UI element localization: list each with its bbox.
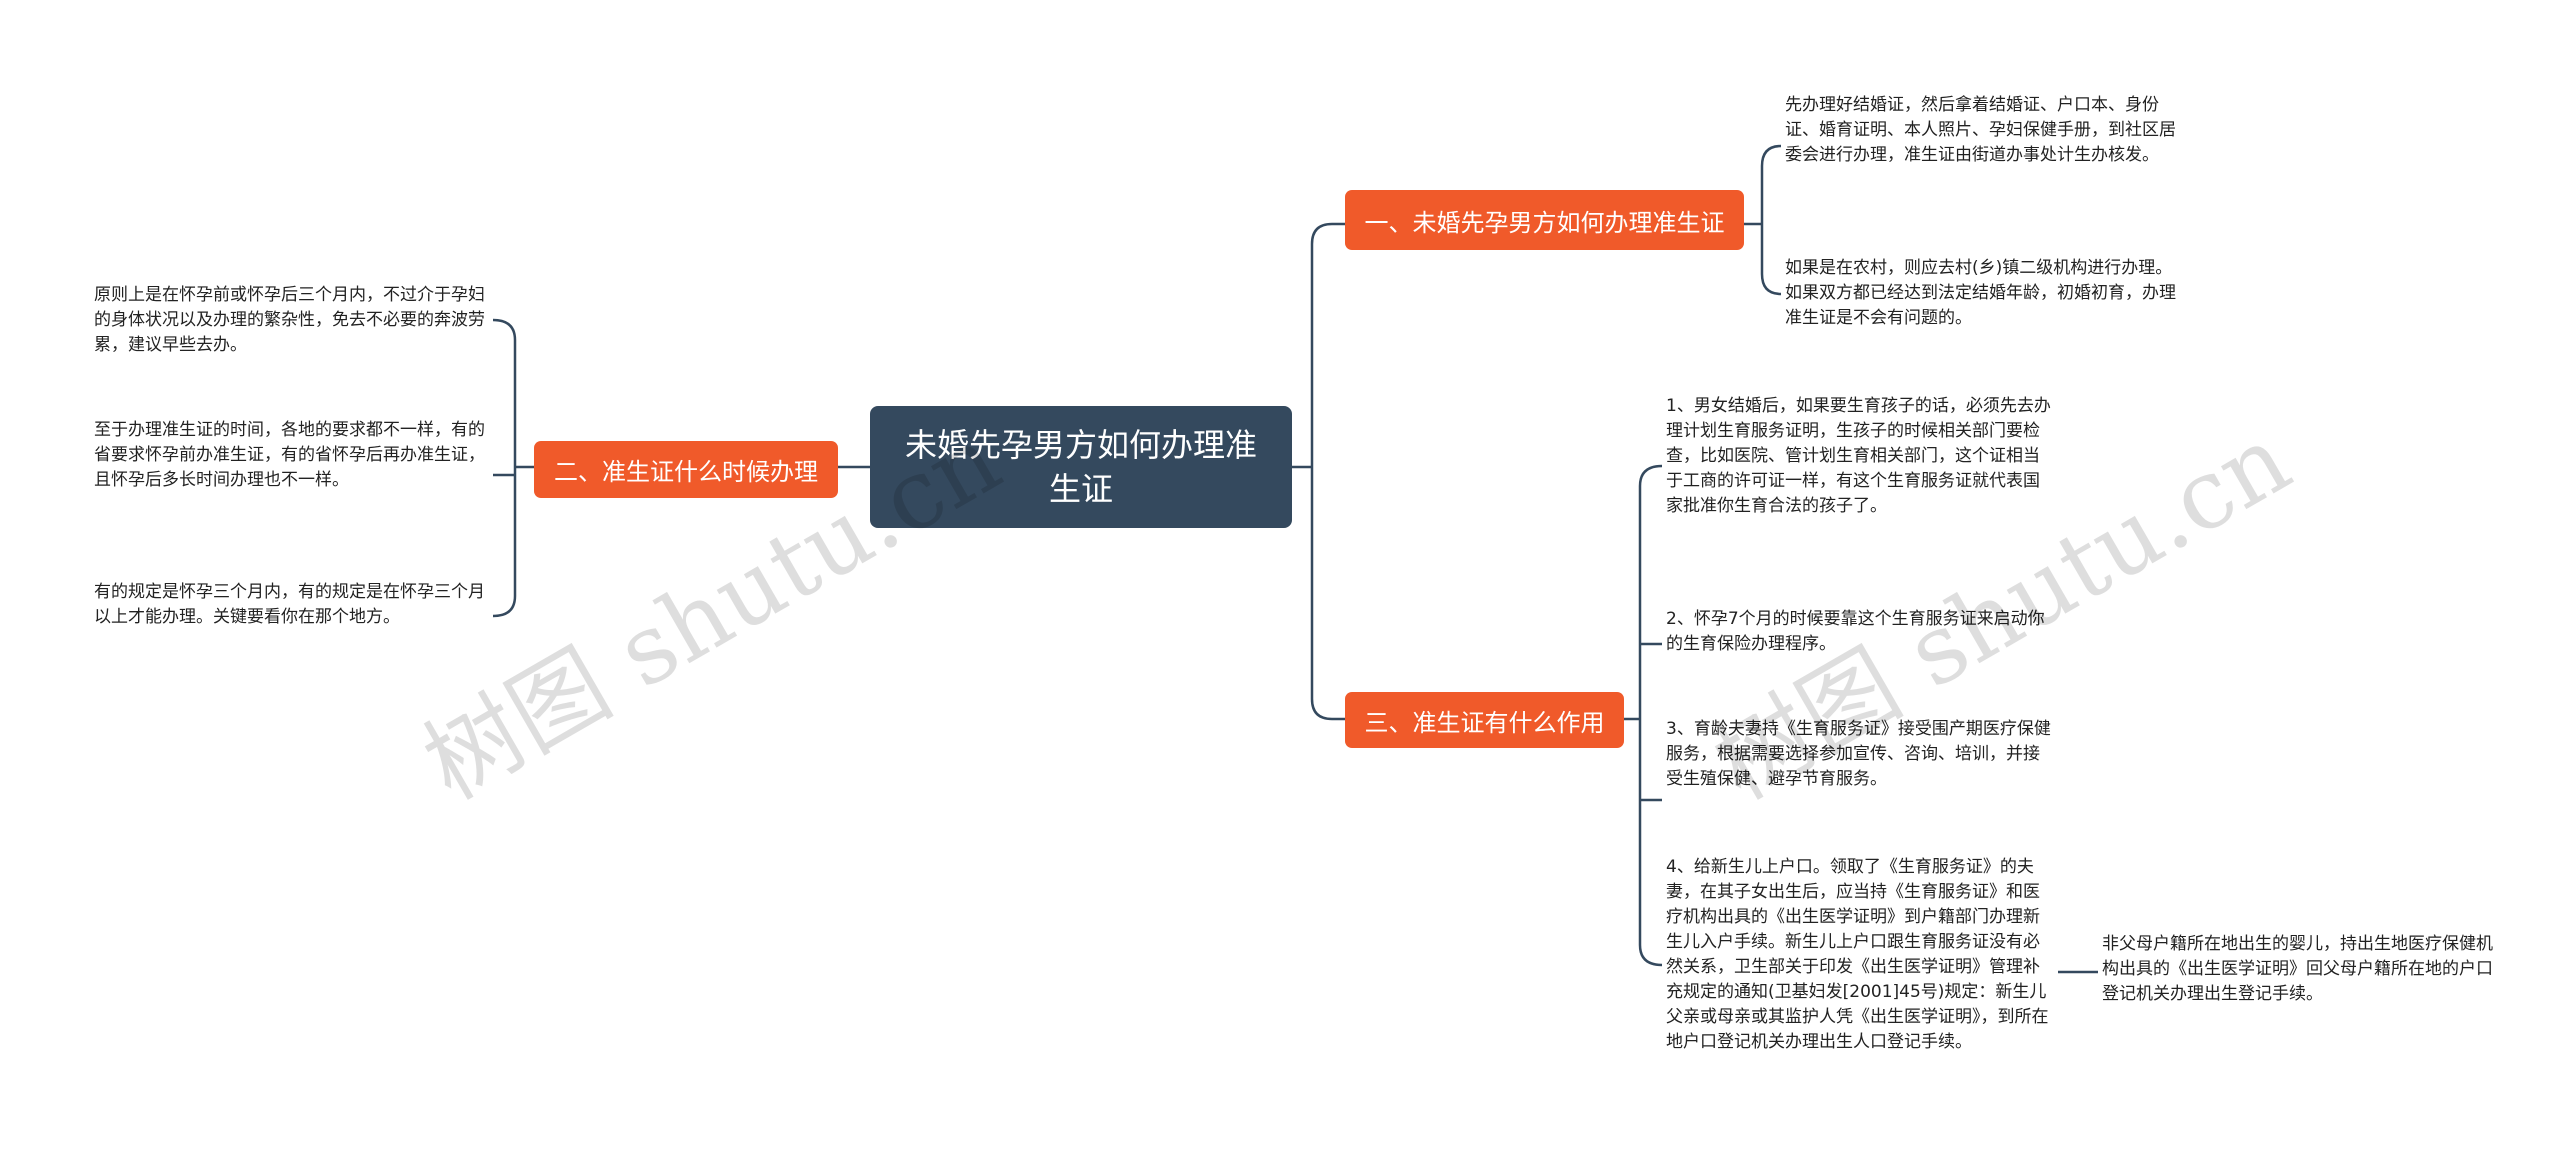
- connector-branch-3-bracket: [1638, 464, 1663, 967]
- connector-branch-2-bracket: [492, 318, 517, 618]
- connector-to-branch-1: [1310, 222, 1345, 467]
- branch-3[interactable]: 三、准生证有什么作用: [1345, 692, 1624, 748]
- branch-2-leaf-1: 原则上是在怀孕前或怀孕后三个月内，不过介于孕妇的身体状况以及办理的繁杂性，免去不…: [94, 285, 485, 355]
- branch-2-label: 二、准生证什么时候办理: [554, 458, 818, 486]
- branch-2-leaf-2: 至于办理准生证的时间，各地的要求都不一样，有的省要求怀孕前办准生证，有的省怀孕后…: [94, 420, 485, 490]
- connector-branch-1-bracket: [1760, 144, 1782, 296]
- branch-1-leaf-1: 先办理好结婚证，然后拿着结婚证、户口本、身份证、婚育证明、本人照片、孕妇保健手册…: [1785, 95, 2176, 165]
- root-topic-label: 未婚先孕男方如何办理准生证: [904, 426, 1257, 508]
- branch-3-label: 三、准生证有什么作用: [1364, 708, 1605, 737]
- branch-2-leaf-3: 有的规定是怀孕三个月内，有的规定是在怀孕三个月以上才能办理。关键要看你在那个地方…: [94, 582, 485, 627]
- branch-3-leaf-1: 1、男女结婚后，如果要生育孩子的话，必须先去办理计划生育服务证明，生孩子的时候相…: [1666, 396, 2051, 516]
- branch-1-label: 一、未婚先孕男方如何办理准生证: [1364, 208, 1725, 237]
- branch-3-leaf-3: 3、育龄夫妻持《生育服务证》接受围产期医疗保健服务，根据需要选择参加宣传、咨询、…: [1666, 719, 2051, 789]
- branch-1[interactable]: 一、未婚先孕男方如何办理准生证: [1345, 190, 1744, 250]
- root-topic[interactable]: 未婚先孕男方如何办理准生证: [870, 406, 1292, 528]
- branch-1-leaf-2: 如果是在农村，则应去村(乡)镇二级机构进行办理。如果双方都已经达到法定结婚年龄，…: [1785, 258, 2176, 328]
- branch-3-leaf-2: 2、怀孕7个月的时候要靠这个生育服务证来启动你的生育保险办理程序。: [1666, 609, 2045, 654]
- branch-2[interactable]: 二、准生证什么时候办理: [534, 441, 838, 498]
- branch-3-leaf-4-subitem: 非父母户籍所在地出生的婴儿，持出生地医疗保健机构出具的《出生医学证明》回父母户籍…: [2102, 934, 2493, 1004]
- connector-to-branch-3: [1310, 467, 1345, 721]
- branch-3-leaf-4: 4、给新生儿上户口。领取了《生育服务证》的夫妻，在其子女出生后，应当持《生育服务…: [1666, 857, 2049, 1052]
